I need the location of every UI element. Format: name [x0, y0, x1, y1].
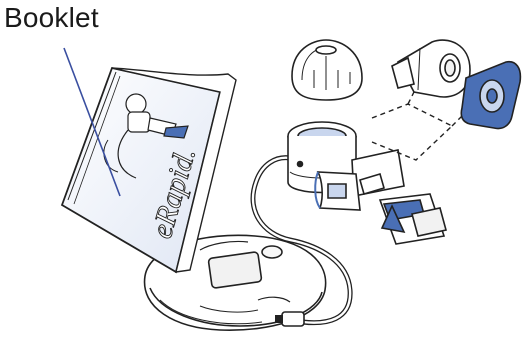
controller-button — [262, 246, 282, 258]
controller-display — [208, 252, 262, 289]
mouthpiece — [380, 194, 446, 244]
nebulizer-handset — [288, 122, 404, 210]
aerosol-head — [392, 40, 470, 97]
medication-cap — [292, 40, 362, 100]
cord-plug — [282, 312, 304, 326]
